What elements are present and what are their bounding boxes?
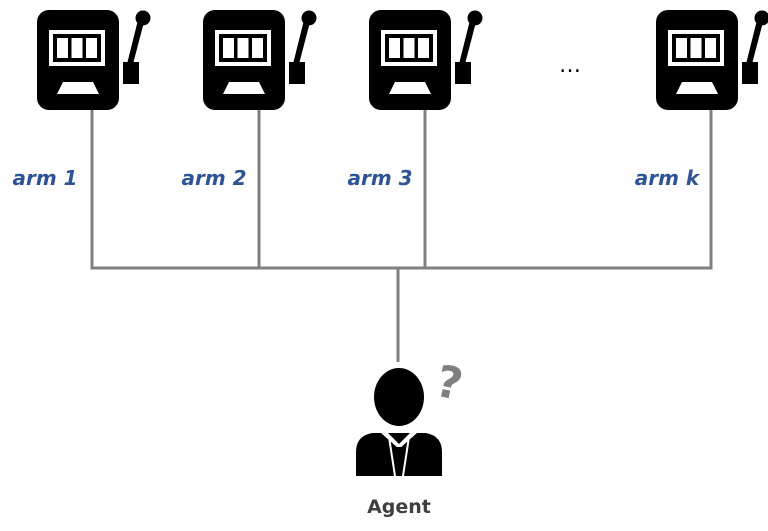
slot-machine-icon: [203, 10, 317, 110]
ellipsis: …: [559, 53, 581, 78]
slot-machine-icon: [656, 10, 768, 110]
arm-label-3: arm 3: [347, 166, 412, 190]
slot-machine-icon: [37, 10, 151, 110]
agent-label: Agent: [367, 496, 431, 518]
connector-lines: [90, 108, 713, 362]
arm-label-1: arm 1: [12, 166, 77, 190]
question-mark: ?: [432, 356, 468, 411]
arm-label-2: arm 2: [181, 166, 246, 190]
person-icon: [356, 368, 442, 477]
arm-label-k: arm k: [635, 166, 701, 190]
slot-machine-icon: [369, 10, 483, 110]
